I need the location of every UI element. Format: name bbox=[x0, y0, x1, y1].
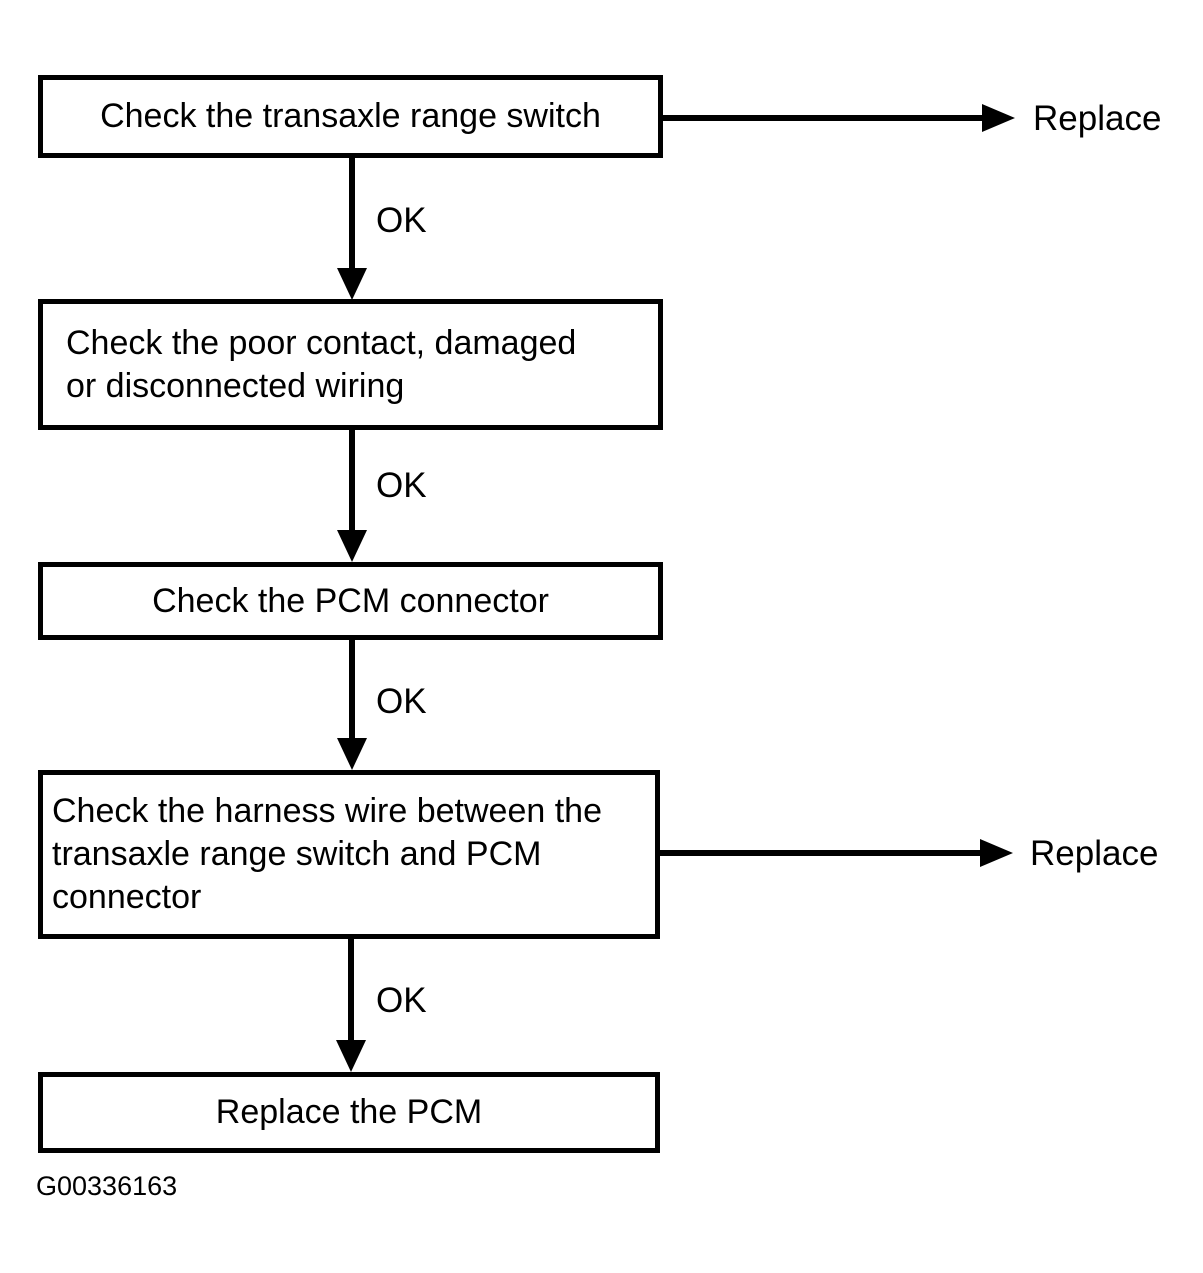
edge-line-node1-replace bbox=[663, 115, 985, 121]
node-label: Check the transaxle range switch bbox=[100, 97, 601, 135]
arrowhead-right-icon bbox=[982, 104, 1015, 132]
node-label: connector bbox=[52, 878, 202, 916]
edge-line-node4-replace bbox=[660, 850, 982, 856]
arrowhead-down-icon bbox=[336, 1040, 366, 1072]
figure-id-caption: G00336163 bbox=[36, 1171, 178, 1201]
edge-label-ok-1: OK bbox=[376, 201, 427, 240]
edge-line-node2-node3 bbox=[349, 430, 355, 532]
arrowhead-down-icon bbox=[337, 268, 367, 300]
node-check-transaxle-range-switch: Check the transaxle range switch bbox=[38, 75, 663, 158]
edge-label-ok-2: OK bbox=[376, 466, 427, 505]
node-label: Check the PCM connector bbox=[152, 581, 549, 620]
node-replace-pcm: Replace the PCM bbox=[38, 1072, 660, 1153]
arrowhead-down-icon bbox=[337, 530, 367, 562]
node-check-harness-wire: Check the harness wire between the trans… bbox=[38, 770, 660, 939]
edge-label-replace-2: Replace bbox=[1030, 834, 1159, 873]
edge-line-node1-node2 bbox=[349, 157, 355, 270]
edge-line-node4-node5 bbox=[348, 938, 354, 1042]
edge-label-ok-4: OK bbox=[376, 981, 427, 1020]
node-label: Replace the PCM bbox=[215, 1093, 483, 1131]
arrowhead-right-icon bbox=[980, 839, 1013, 867]
node-label: transaxle range switch and PCM bbox=[52, 835, 542, 873]
edge-line-node3-node4 bbox=[349, 640, 355, 740]
node-check-wiring: Check the poor contact, damaged or disco… bbox=[38, 299, 663, 430]
node-label: Check the poor contact, damaged bbox=[66, 323, 577, 362]
edge-label-replace-1: Replace bbox=[1033, 99, 1162, 138]
node-label: or disconnected wiring bbox=[66, 366, 405, 405]
node-check-pcm-connector: Check the PCM connector bbox=[38, 562, 663, 640]
node-label: Check the harness wire between the bbox=[52, 792, 602, 830]
edge-label-ok-3: OK bbox=[376, 682, 427, 721]
arrowhead-down-icon bbox=[337, 738, 367, 770]
